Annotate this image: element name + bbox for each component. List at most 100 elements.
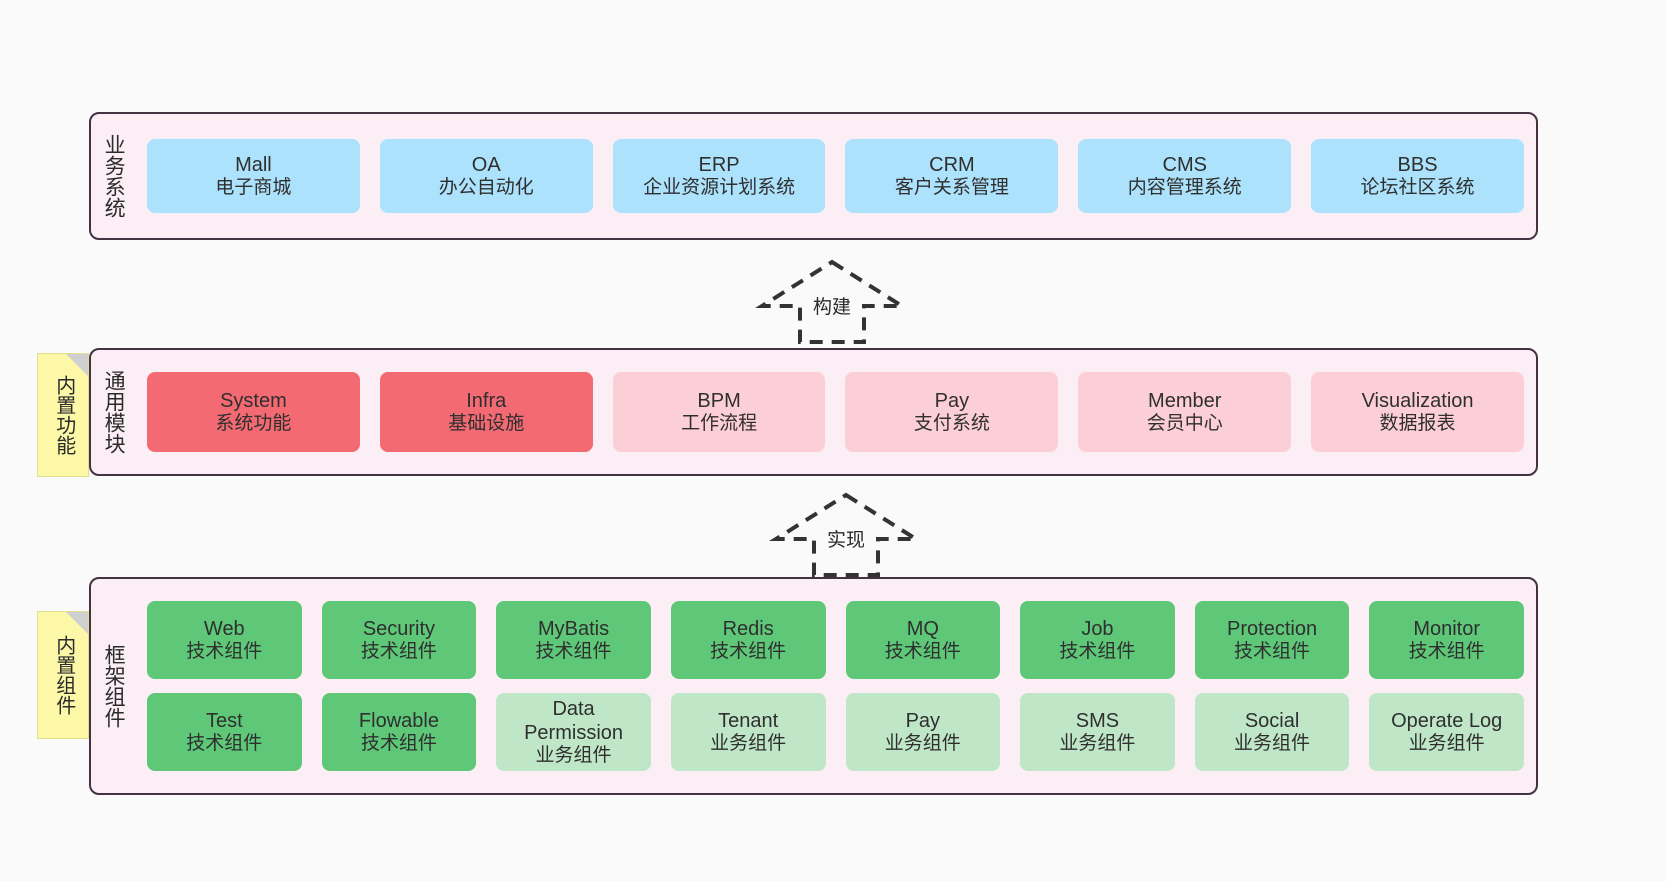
card-infra[interactable]: Infra 基础设施 [379,372,593,452]
card-crm[interactable]: CRM 客户关系管理 [845,139,1059,213]
framework-row-tech: Web 技术组件 Security 技术组件 MyBatis 技术组件 Redi… [147,601,1524,679]
card-monitor-en: Monitor [1413,617,1481,640]
card-mq[interactable]: MQ 技术组件 [845,601,1001,679]
card-job-cn: 技术组件 [1059,640,1136,662]
card-web-en: Web [203,617,245,640]
card-visualization[interactable]: Visualization 数据报表 [1311,372,1524,452]
layer-body-framework: Web 技术组件 Security 技术组件 MyBatis 技术组件 Redi… [135,579,1536,793]
card-redis[interactable]: Redis 技术组件 [670,601,826,679]
card-sms-en: SMS [1075,709,1120,732]
card-oa-en: OA [471,153,501,176]
layer-framework-components: 框架组件 Web 技术组件 Security 技术组件 MyBatis 技术组件… [89,577,1538,795]
note-builtin-functions-label: 内置功能 [52,375,75,455]
card-mall-en: Mall [235,153,272,176]
card-social-cn: 业务组件 [1234,732,1311,754]
layer-common-modules: 通用模块 System 系统功能 Infra 基础设施 BPM 工作流程 Pay… [89,348,1538,476]
layer-title-business: 业务系统 [102,134,126,218]
card-test-en: Test [205,709,243,732]
card-pay-component-en: Pay [905,709,941,732]
layer-body-module: System 系统功能 Infra 基础设施 BPM 工作流程 Pay 支付系统… [135,350,1536,474]
card-oa-cn: 办公自动化 [438,176,534,198]
card-bpm-en: BPM [697,389,741,412]
card-cms[interactable]: CMS 内容管理系统 [1078,139,1292,213]
card-redis-en: Redis [722,617,774,640]
card-security[interactable]: Security 技术组件 [321,601,477,679]
card-pay-module-en: Pay [934,389,970,412]
card-test-cn: 技术组件 [186,732,263,754]
card-sms[interactable]: SMS 业务组件 [1020,693,1175,771]
card-system[interactable]: System 系统功能 [147,372,360,452]
card-redis-cn: 技术组件 [710,640,787,662]
card-erp-en: ERP [698,153,740,176]
card-visualization-en: Visualization [1361,389,1474,412]
card-bbs-en: BBS [1397,153,1438,176]
card-protection-en: Protection [1227,617,1318,640]
card-web[interactable]: Web 技术组件 [147,601,302,679]
build-arrow-label: 构建 [810,292,854,319]
implement-arrow-label: 实现 [824,525,868,552]
card-pay-module[interactable]: Pay 支付系统 [845,372,1059,452]
card-social[interactable]: Social 业务组件 [1194,693,1350,771]
note-builtin-components: 内置组件 [37,611,89,739]
card-mybatis[interactable]: MyBatis 技术组件 [496,601,651,679]
layer-business-systems: 业务系统 Mall 电子商城 OA 办公自动化 ERP 企业资源计划系统 CRM… [89,112,1538,240]
card-member-cn: 会员中心 [1146,412,1223,434]
framework-row-business: Test 技术组件 Flowable 技术组件 Data Permission … [147,693,1524,771]
card-sms-cn: 业务组件 [1059,732,1136,754]
card-monitor[interactable]: Monitor 技术组件 [1369,601,1524,679]
card-test[interactable]: Test 技术组件 [147,693,302,771]
card-pay-component[interactable]: Pay 业务组件 [845,693,1001,771]
card-bpm[interactable]: BPM 工作流程 [612,372,826,452]
card-operate-log[interactable]: Operate Log 业务组件 [1369,693,1524,771]
card-tenant[interactable]: Tenant 业务组件 [670,693,826,771]
card-erp-cn: 企业资源计划系统 [643,176,796,198]
card-tenant-en: Tenant [718,709,779,732]
card-bbs[interactable]: BBS 论坛社区系统 [1311,139,1524,213]
card-infra-en: Infra [466,389,507,412]
card-web-cn: 技术组件 [186,640,263,662]
card-flowable-cn: 技术组件 [360,732,437,754]
note-builtin-components-label: 内置组件 [52,635,75,715]
card-data-permission-cn: 业务组件 [535,744,612,766]
card-protection-cn: 技术组件 [1234,640,1311,662]
card-crm-en: CRM [929,153,975,176]
card-mall[interactable]: Mall 电子商城 [147,139,360,213]
card-crm-cn: 客户关系管理 [894,176,1009,198]
card-job-en: Job [1081,617,1114,640]
card-mall-cn: 电子商城 [215,176,292,198]
card-flowable-en: Flowable [358,709,439,732]
card-cms-en: CMS [1162,153,1207,176]
card-data-permission[interactable]: Data Permission 业务组件 [496,693,651,771]
card-monitor-cn: 技术组件 [1408,640,1485,662]
card-flowable[interactable]: Flowable 技术组件 [321,693,477,771]
card-job[interactable]: Job 技术组件 [1020,601,1175,679]
note-builtin-functions: 内置功能 [37,353,89,477]
card-system-en: System [220,389,287,412]
card-data-permission-en: Data Permission [524,697,624,744]
card-protection[interactable]: Protection 技术组件 [1194,601,1350,679]
implement-arrow-shape [769,492,923,577]
card-bbs-cn: 论坛社区系统 [1360,176,1475,198]
card-erp[interactable]: ERP 企业资源计划系统 [612,139,826,213]
card-operate-log-en: Operate Log [1391,709,1503,732]
card-member-en: Member [1148,389,1222,412]
card-oa[interactable]: OA 办公自动化 [379,139,593,213]
card-bpm-cn: 工作流程 [681,412,758,434]
build-arrow: 构建 [755,258,909,346]
card-mq-cn: 技术组件 [884,640,961,662]
card-visualization-cn: 数据报表 [1379,412,1456,434]
card-mybatis-cn: 技术组件 [535,640,612,662]
layer-title-framework: 框架组件 [102,644,126,728]
card-pay-component-cn: 业务组件 [884,732,961,754]
card-pay-module-cn: 支付系统 [913,412,990,434]
build-arrow-shape [755,259,909,344]
card-mq-en: MQ [906,617,939,640]
card-system-cn: 系统功能 [215,412,292,434]
card-operate-log-cn: 业务组件 [1408,732,1485,754]
card-security-en: Security [362,617,436,640]
card-mybatis-en: MyBatis [538,617,610,640]
card-tenant-cn: 业务组件 [710,732,787,754]
card-member[interactable]: Member 会员中心 [1078,372,1292,452]
implement-arrow: 实现 [769,491,923,579]
